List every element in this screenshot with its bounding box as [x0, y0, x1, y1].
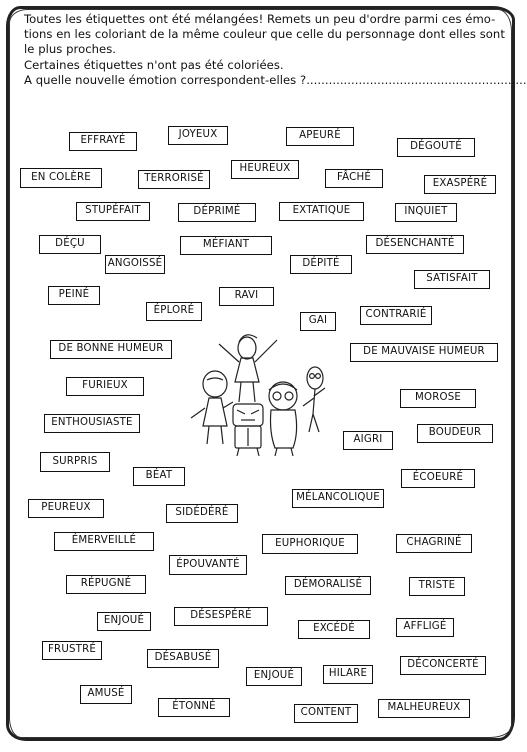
- label-furieux[interactable]: FURIEUX: [66, 377, 144, 396]
- label-demoralise[interactable]: DÉMORALISÉ: [285, 576, 371, 595]
- label-de-bonne-humeur[interactable]: DE BONNE HUMEUR: [50, 340, 172, 359]
- label-enthousiaste[interactable]: ENTHOUSIASTE: [44, 414, 140, 433]
- label-surpris[interactable]: SURPRIS: [40, 452, 110, 472]
- instruction-line: Toutes les étiquettes ont été mélangées!…: [24, 12, 496, 26]
- label-terrorise[interactable]: TERRORISÉ: [138, 170, 210, 189]
- label-boudeur[interactable]: BOUDEUR: [417, 424, 493, 443]
- label-morose[interactable]: MOROSE: [400, 389, 476, 408]
- label-desespere[interactable]: DÉSESPÉRÉ: [174, 607, 268, 626]
- label-extatique[interactable]: EXTATIQUE: [279, 202, 364, 221]
- label-de-mauvaise-humeur[interactable]: DE MAUVAISE HUMEUR: [350, 343, 498, 362]
- label-degoute[interactable]: DÉGOUTÉ: [397, 138, 475, 157]
- characters-illustration: [190, 334, 326, 457]
- label-afflige[interactable]: AFFLIGÉ: [396, 618, 454, 637]
- label-exaspere[interactable]: EXASPÉRÉ: [424, 175, 496, 194]
- label-emerveille[interactable]: ÉMERVEILLÉ: [54, 532, 154, 551]
- label-content[interactable]: CONTENT: [294, 704, 358, 723]
- label-fache[interactable]: FÂCHÉ: [325, 169, 383, 188]
- label-inquiet[interactable]: INQUIET: [395, 203, 457, 222]
- label-effraye[interactable]: EFFRAYÉ: [69, 132, 137, 151]
- label-epouvante[interactable]: ÉPOUVANTÉ: [169, 555, 247, 575]
- label-sidedere[interactable]: SIDÉDÉRÉ: [166, 504, 238, 523]
- label-etonne[interactable]: ÉTONNÉ: [158, 698, 230, 717]
- label-frustre[interactable]: FRUSTRÉ: [42, 641, 102, 660]
- page-border: [6, 6, 515, 741]
- label-decu[interactable]: DÉÇU: [39, 235, 101, 254]
- label-ravi[interactable]: RAVI: [219, 287, 274, 306]
- label-joyeux[interactable]: JOYEUX: [168, 126, 228, 145]
- label-malheureux[interactable]: MALHEUREUX: [378, 699, 470, 718]
- label-beat[interactable]: BÉAT: [133, 467, 185, 486]
- label-enjoue[interactable]: ENJOUÉ: [97, 612, 151, 631]
- label-stupefait[interactable]: STUPÉFAIT: [76, 202, 150, 221]
- label-amuse[interactable]: AMUSÉ: [80, 685, 132, 704]
- label-angoisse[interactable]: ANGOISSÉ: [105, 255, 165, 274]
- instruction-line: tions en les coloriant de la même couleu…: [24, 27, 505, 42]
- label-heureux[interactable]: HEUREUX: [231, 160, 299, 179]
- label-peine[interactable]: PEINÉ: [48, 286, 100, 305]
- page-border-inner: [9, 9, 512, 738]
- label-peureux[interactable]: PEUREUX: [28, 499, 104, 518]
- label-euphorique[interactable]: EUPHORIQUE: [262, 534, 358, 554]
- label-apeure[interactable]: APEURÉ: [286, 127, 354, 146]
- label-depite[interactable]: DÉPITÉ: [290, 255, 352, 274]
- label-enjoue-2[interactable]: ENJOUÉ: [246, 667, 302, 686]
- label-en-colere[interactable]: EN COLÈRE: [20, 168, 102, 188]
- label-triste[interactable]: TRISTE: [409, 577, 465, 596]
- instruction-line: le plus proches.: [24, 42, 117, 57]
- label-satisfait[interactable]: SATISFAIT: [414, 270, 490, 289]
- label-gai[interactable]: GAI: [300, 312, 336, 331]
- instruction-line: A quelle nouvelle émotion correspondent-…: [24, 72, 527, 87]
- label-chagrine[interactable]: CHAGRINÉ: [396, 534, 472, 553]
- label-ecoeure[interactable]: ÉCOEURÉ: [401, 469, 475, 488]
- label-excede[interactable]: EXCÉDÉ: [298, 620, 370, 639]
- label-melancolique[interactable]: MÉLANCOLIQUE: [292, 489, 384, 508]
- instructions: Toutes les étiquettes ont été mélangées!…: [24, 12, 527, 88]
- label-hilare[interactable]: HILARE: [323, 665, 373, 684]
- label-contrarie[interactable]: CONTRARIÉ: [360, 306, 432, 325]
- label-desenchante[interactable]: DÉSENCHANTÉ: [366, 235, 464, 254]
- label-deprime[interactable]: DÉPRIMÉ: [178, 203, 256, 222]
- label-deconcerte[interactable]: DÉCONCERTÉ: [400, 656, 486, 675]
- label-mefiant[interactable]: MÉFIANT: [180, 236, 272, 255]
- label-eplore[interactable]: ÉPLORÉ: [146, 302, 202, 321]
- label-repugne[interactable]: RÉPUGNÉ: [66, 575, 146, 594]
- label-aigri[interactable]: AIGRI: [343, 431, 393, 450]
- label-desabuse[interactable]: DÉSABUSÉ: [147, 649, 219, 668]
- instruction-line: Certaines étiquettes n'ont pas été color…: [24, 57, 284, 72]
